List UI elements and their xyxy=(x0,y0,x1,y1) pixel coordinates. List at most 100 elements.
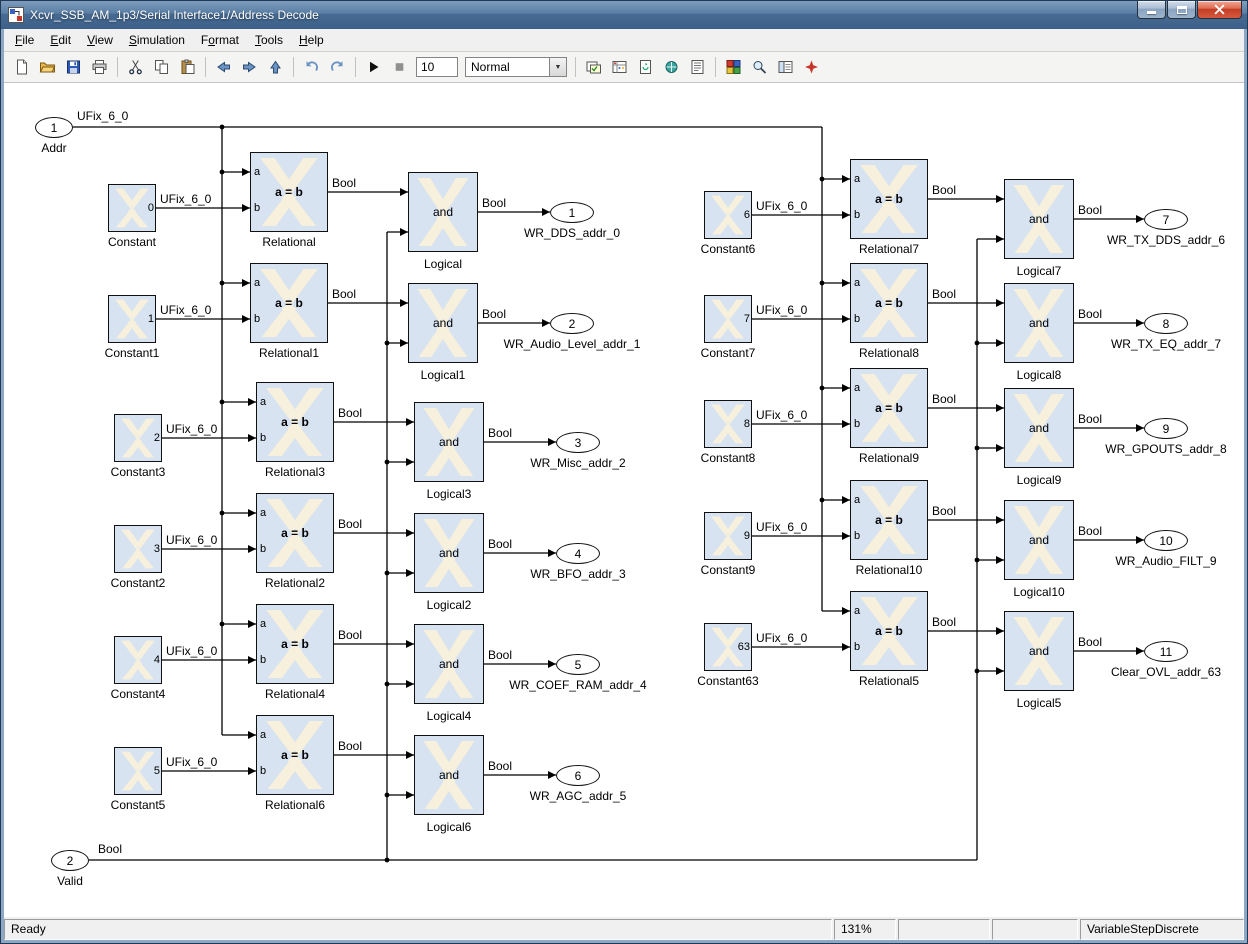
open-file-button[interactable] xyxy=(35,55,60,79)
inport[interactable]: 2 xyxy=(51,850,89,871)
code-report-button[interactable] xyxy=(685,55,710,79)
menu-tools[interactable]: Tools xyxy=(254,33,283,47)
logical-block[interactable]: and xyxy=(1004,388,1074,468)
minimize-button[interactable] xyxy=(1137,1,1166,19)
update-diagram-button[interactable] xyxy=(633,55,658,79)
menu-format[interactable]: Format xyxy=(200,33,239,47)
logical-block[interactable]: and xyxy=(1004,611,1074,691)
constant-block[interactable]: 7 xyxy=(704,295,752,343)
outport[interactable]: 4 xyxy=(556,543,600,564)
redo-button[interactable] xyxy=(325,55,350,79)
menu-file[interactable]: File xyxy=(15,33,35,47)
outport[interactable]: 11 xyxy=(1144,641,1188,662)
library-browser-button[interactable] xyxy=(721,55,746,79)
report-icon xyxy=(691,60,704,74)
menu-help[interactable]: Help xyxy=(298,33,324,47)
constant-block[interactable]: 8 xyxy=(704,400,752,448)
back-button[interactable] xyxy=(211,55,236,79)
build-model-button[interactable] xyxy=(659,55,684,79)
logical-block[interactable]: and xyxy=(1004,500,1074,580)
simulation-diagnostics-button[interactable] xyxy=(581,55,606,79)
xilinx-logo-icon xyxy=(266,498,324,568)
sim-mode-value: Normal xyxy=(471,60,510,74)
logical-block[interactable]: and xyxy=(1004,283,1074,363)
constant-block[interactable]: 1 xyxy=(108,295,156,343)
constant-block[interactable]: 9 xyxy=(704,512,752,560)
copy-button[interactable] xyxy=(149,55,174,79)
outport[interactable]: 1 xyxy=(550,202,594,223)
outport[interactable]: 7 xyxy=(1144,209,1188,230)
up-level-button[interactable] xyxy=(263,55,288,79)
block-name-label: Relational4 xyxy=(264,687,326,701)
outport[interactable]: 2 xyxy=(550,313,594,334)
inport[interactable]: 1 xyxy=(35,117,73,138)
new-file-button[interactable] xyxy=(9,55,34,79)
stop-simulation-button[interactable] xyxy=(387,55,412,79)
logical-block[interactable]: and xyxy=(408,172,478,252)
constant-block[interactable]: 2 xyxy=(114,414,162,462)
paste-button[interactable] xyxy=(175,55,200,79)
menu-simulation[interactable]: Simulation xyxy=(128,33,185,47)
start-simulation-button[interactable] xyxy=(361,55,386,79)
logical-block[interactable]: and xyxy=(414,513,484,593)
constant-block[interactable]: 5 xyxy=(114,747,162,795)
outport[interactable]: 6 xyxy=(556,765,600,786)
signal-label: Bool xyxy=(482,307,507,321)
menu-view[interactable]: View xyxy=(87,33,113,47)
logical-block[interactable]: and xyxy=(414,624,484,704)
signal-label: Bool xyxy=(1078,307,1103,321)
toolbar-separator xyxy=(355,57,356,77)
signal-label: UFix_6_0 xyxy=(166,422,218,436)
model-browser-button[interactable] xyxy=(773,55,798,79)
save-button[interactable] xyxy=(61,55,86,79)
cut-button[interactable] xyxy=(123,55,148,79)
constant-block[interactable]: 0 xyxy=(108,184,156,232)
outport[interactable]: 10 xyxy=(1144,530,1188,551)
constant-block[interactable]: 6 xyxy=(704,191,752,239)
sim-mode-select[interactable]: Normal ▼ xyxy=(465,57,567,77)
logical-block[interactable]: and xyxy=(414,402,484,482)
block-name-label: Logical2 xyxy=(426,598,472,612)
model-explorer-button[interactable] xyxy=(607,55,632,79)
debugger-button[interactable] xyxy=(799,55,824,79)
close-button[interactable] xyxy=(1197,1,1242,19)
logical-operator-label: and xyxy=(438,546,460,560)
constant-value: 7 xyxy=(743,313,750,325)
forward-button[interactable] xyxy=(237,55,262,79)
outport[interactable]: 8 xyxy=(1144,313,1188,334)
model-browser-icon xyxy=(778,61,793,73)
outport[interactable]: 9 xyxy=(1144,418,1188,439)
outport[interactable]: 3 xyxy=(556,432,600,453)
menu-edit[interactable]: Edit xyxy=(50,33,72,47)
constant-block[interactable]: 3 xyxy=(114,525,162,573)
xilinx-logo-icon xyxy=(860,485,918,555)
sim-stop-time-input[interactable] xyxy=(416,57,458,77)
maximize-button[interactable] xyxy=(1167,1,1196,19)
constant-block[interactable]: 63 xyxy=(704,623,752,671)
outport[interactable]: 5 xyxy=(556,654,600,675)
branch-dot xyxy=(974,557,980,563)
logical-block[interactable]: and xyxy=(1004,179,1074,259)
port-label-a: a xyxy=(260,507,267,519)
branch-dot xyxy=(384,857,390,863)
undo-button[interactable] xyxy=(299,55,324,79)
print-button[interactable] xyxy=(87,55,112,79)
xilinx-logo-icon xyxy=(266,720,324,790)
logical-block[interactable]: and xyxy=(414,735,484,815)
logical-block[interactable]: and xyxy=(408,283,478,363)
constant-block[interactable]: 4 xyxy=(114,636,162,684)
find-button[interactable] xyxy=(747,55,772,79)
